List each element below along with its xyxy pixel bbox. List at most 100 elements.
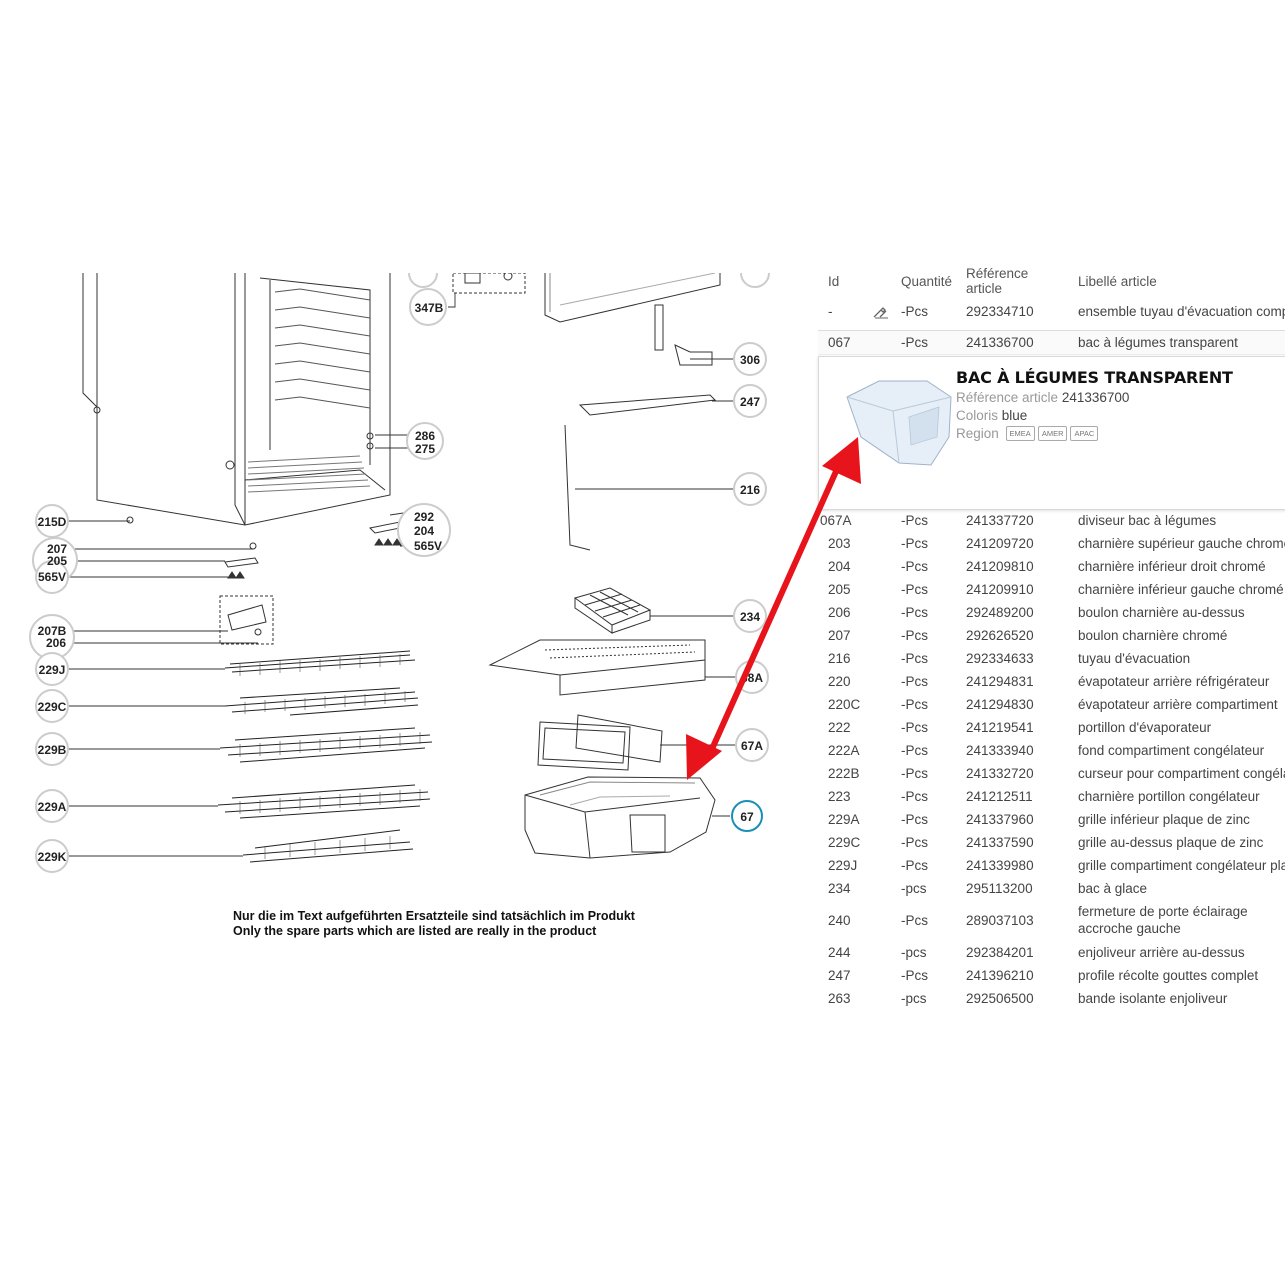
table-row[interactable]: 234 -pcs 295113200 bac à glace — [818, 877, 1285, 900]
row-ref: 241219541 — [966, 720, 1034, 735]
row-label: diviseur bac à légumes — [1078, 513, 1217, 528]
row-qty: -Pcs — [901, 304, 928, 319]
hinge-parts — [126, 511, 411, 645]
table-row[interactable]: 244 -pcs 292384201 enjoliveur arrière au… — [818, 941, 1285, 964]
callout-229b: 229B — [38, 743, 67, 757]
callout-67: 67 — [740, 810, 754, 824]
table-row[interactable]: 220 -Pcs 241294831 évapotateur arrière r… — [818, 670, 1285, 693]
table-row[interactable]: 222B -Pcs 241332720 curseur pour compart… — [818, 762, 1285, 785]
crisper-drawer — [524, 776, 716, 859]
row-id: 205 — [828, 582, 851, 597]
row-ref: 241337590 — [966, 835, 1034, 850]
header-label[interactable]: Libellé article — [1078, 274, 1157, 289]
table-row-selected[interactable]: 067 -Pcs 241336700 bac à légumes transpa… — [818, 330, 1285, 355]
row-label: fond compartiment congélateur — [1078, 743, 1265, 758]
row-ref: 241212511 — [966, 789, 1033, 804]
table-row[interactable]: 204 -Pcs 241209810 charnière inférieur d… — [818, 555, 1285, 578]
table-row[interactable]: 240 -Pcs 289037103 fermeture de porte éc… — [818, 901, 1285, 941]
row-label: évapotateur arrière réfrigérateur — [1078, 674, 1270, 689]
table-row[interactable]: - -Pcs 292334710 ensemble tuyau d'évacua… — [818, 300, 1285, 323]
row-ref: 241396210 — [966, 968, 1034, 983]
table-row[interactable]: 247 -Pcs 241396210 profile récolte goutt… — [818, 964, 1285, 987]
popup-region-label: Region — [956, 426, 999, 441]
table-row[interactable]: 206 -Pcs 292489200 boulon charnière au-d… — [818, 601, 1285, 624]
table-row[interactable]: 229A -Pcs 241337960 grille inférieur pla… — [818, 808, 1285, 831]
table-row[interactable]: 067A -Pcs 241337720 diviseur bac à légum… — [818, 509, 1285, 532]
tools-icon[interactable] — [872, 305, 890, 319]
row-id: - — [828, 304, 833, 319]
table-row[interactable]: 222 -Pcs 241219541 portillon d'évaporate… — [818, 716, 1285, 739]
table-row[interactable]: 216 -Pcs 292334633 tuyau d'évacuation — [818, 647, 1285, 670]
callout-229k: 229K — [38, 850, 67, 864]
row-label: charnière inférieur droit chromé — [1078, 559, 1266, 574]
table-row[interactable]: 222A -Pcs 241333940 fond compartiment co… — [818, 739, 1285, 762]
row-id: 206 — [828, 605, 851, 620]
header-reference[interactable]: Référence article — [966, 268, 1029, 296]
row-id: 234 — [828, 881, 851, 896]
row-id: 203 — [828, 536, 851, 551]
row-qty: -pcs — [901, 945, 927, 960]
region-tag-apac: APAC — [1070, 426, 1099, 441]
callout-292: 292 — [414, 510, 434, 524]
row-qty: -Pcs — [901, 559, 928, 574]
row-ref: 292626520 — [966, 628, 1034, 643]
row-qty: -Pcs — [901, 913, 928, 928]
table-row[interactable]: 229C -Pcs 241337590 grille au-dessus pla… — [818, 831, 1285, 854]
callout-565v-right: 565V — [414, 539, 442, 553]
row-label: charnière portillon congélateur — [1078, 789, 1260, 804]
row-label: profile récolte gouttes complet — [1078, 968, 1259, 983]
row-ref: 241332720 — [966, 766, 1034, 781]
row-id: 229C — [828, 835, 861, 850]
row-id: 222 — [828, 720, 851, 735]
table-row[interactable]: 205 -Pcs 241209910 charnière inférieur g… — [818, 578, 1285, 601]
shelves — [217, 650, 433, 863]
header-quantity[interactable]: Quantité — [901, 274, 953, 289]
row-ref: 241337720 — [966, 513, 1034, 528]
row-ref: 289037103 — [966, 913, 1034, 928]
row-qty: -Pcs — [901, 582, 928, 597]
popup-ref-label: Référence article — [956, 390, 1059, 405]
table-header: Id Quantité Référence article Libellé ar… — [818, 268, 1285, 308]
header-id[interactable]: Id — [828, 274, 840, 289]
row-qty: -Pcs — [901, 536, 928, 551]
row-qty: -Pcs — [901, 335, 928, 350]
row-ref: 292334710 — [966, 304, 1034, 319]
row-id: 247 — [828, 968, 851, 983]
row-label: bac à glace — [1078, 881, 1148, 896]
row-ref: 295113200 — [966, 881, 1033, 896]
popup-color-label: Coloris — [956, 408, 999, 423]
table-row[interactable]: 203 -Pcs 241209720 charnière supérieur g… — [818, 532, 1285, 555]
table-row[interactable]: 263 -pcs 292506500 bande isolante enjoli… — [818, 987, 1285, 1010]
row-label: tuyau d'évacuation — [1078, 651, 1191, 666]
callout-565v-left: 565V — [38, 570, 66, 584]
row-label: bac à légumes transparent — [1078, 335, 1238, 350]
highlighted-callout-ring — [731, 800, 763, 832]
table-row[interactable]: 229J -Pcs 241339980 grille compartiment … — [818, 854, 1285, 877]
callout-207b: 207B — [38, 624, 67, 638]
evaporator-back — [544, 273, 721, 323]
table-row[interactable]: 220C -Pcs 241294830 évapotateur arrière … — [818, 693, 1285, 716]
fridge-cabinet — [82, 273, 391, 526]
row-ref: 241339980 — [966, 858, 1034, 873]
row-id: 204 — [828, 559, 851, 574]
callout-216: 216 — [740, 483, 760, 497]
callout-204: 204 — [414, 524, 434, 538]
row-label: bande isolante enjoliveur — [1078, 991, 1228, 1006]
row-id: 220 — [828, 674, 851, 689]
row-label: portillon d'évaporateur — [1078, 720, 1212, 735]
row-qty: -Pcs — [901, 697, 928, 712]
diagram-note-english: Only the spare parts which are listed ar… — [233, 924, 597, 938]
crisper-drawer-thumbnail — [846, 380, 952, 466]
row-id: 207 — [828, 628, 851, 643]
table-row[interactable]: 207 -Pcs 292626520 boulon charnière chro… — [818, 624, 1285, 647]
row-qty: -pcs — [901, 991, 927, 1006]
row-label: grille inférieur plaque de zinc — [1078, 812, 1250, 827]
row-label: boulon charnière chromé — [1078, 628, 1228, 643]
table-row[interactable]: 223 -Pcs 241212511 charnière portillon c… — [818, 785, 1285, 808]
callout-206: 206 — [46, 636, 66, 650]
callout-247: 247 — [740, 395, 760, 409]
row-ref: 241336700 — [966, 335, 1034, 350]
callout-286: 286 — [415, 429, 435, 443]
